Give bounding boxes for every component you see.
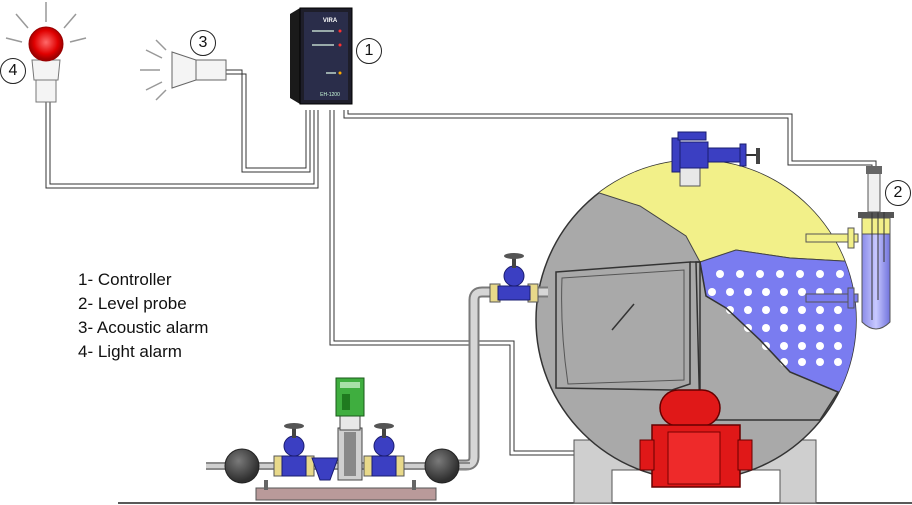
callout-level-probe: 2 [885, 180, 911, 206]
legend-item-light-alarm: 4- Light alarm [78, 342, 182, 361]
feed-pipe [448, 253, 548, 471]
callout-light-alarm: 4 [0, 58, 26, 84]
legend-item-controller: 1- Controller [78, 270, 172, 289]
signal-wires [45, 69, 877, 456]
sound-lines [140, 39, 167, 101]
controller-brand: VIRA [323, 18, 338, 24]
feed-pump-assembly [206, 377, 470, 501]
light-alarm [5, 2, 87, 103]
steam-valve [671, 131, 760, 187]
boiler [535, 159, 857, 504]
legend-item-acoustic-alarm: 3- Acoustic alarm [78, 318, 209, 337]
legend-item-level-probe: 2- Level probe [78, 294, 187, 313]
acoustic-alarm [140, 39, 227, 101]
callout-acoustic-alarm: 3 [190, 30, 216, 56]
light-rays [5, 2, 87, 43]
callout-controller: 1 [356, 38, 382, 64]
legend: 1- Controller 2- Level probe 3- Acoustic… [78, 268, 208, 364]
level-probe [805, 166, 894, 330]
controller-unit: VIRA EH-1200 [290, 7, 353, 105]
controller-model: EH-1200 [320, 92, 340, 98]
